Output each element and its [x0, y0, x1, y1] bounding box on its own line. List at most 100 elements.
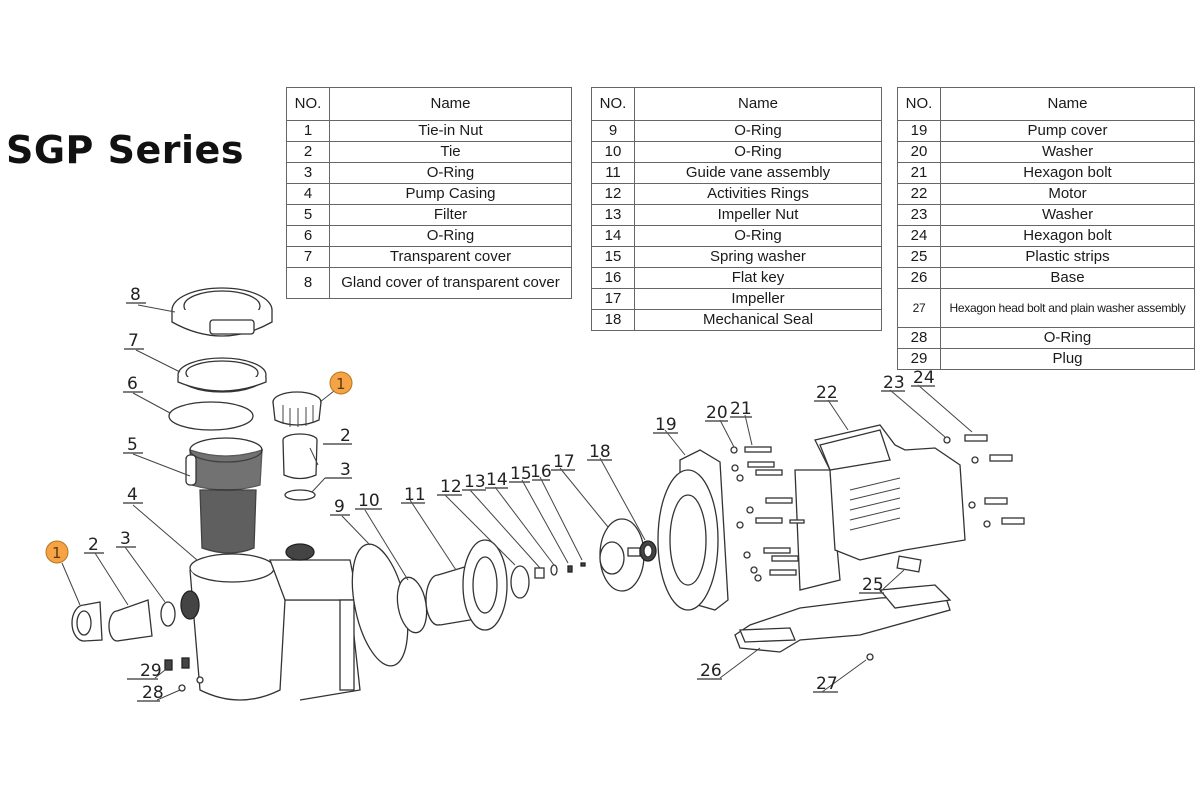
part-o-ring-3-lower: [160, 601, 176, 627]
callout-27: 27: [816, 674, 838, 694]
series-title: SGP Series: [6, 128, 244, 172]
header-name: Name: [634, 87, 882, 121]
callout-5: 5: [127, 435, 138, 455]
part-no: 8: [286, 267, 330, 299]
part-name: Pump cover: [940, 120, 1195, 142]
callout-19: 19: [655, 415, 677, 435]
callout-29: 29: [140, 661, 162, 681]
part-spring-washer: [567, 565, 573, 573]
callout-3-lower: 3: [120, 529, 131, 549]
part-o-ring-6: [168, 401, 254, 431]
callout-21: 21: [730, 399, 752, 419]
part-plugs: [164, 657, 204, 692]
part-name: Guide vane assembly: [634, 162, 882, 184]
callout-28: 28: [142, 683, 164, 703]
part-gland-cover: [171, 287, 273, 337]
part-no: 25: [897, 246, 941, 268]
part-bolts-washers-rear: [943, 434, 1025, 528]
badge-1-lower: 1: [45, 540, 69, 564]
part-activities-ring: [510, 565, 530, 599]
part-name: Hexagon head bolt and plain washer assem…: [940, 288, 1195, 328]
part-name: Gland cover of transparent cover: [329, 267, 572, 299]
part-name: Impeller Nut: [634, 204, 882, 226]
part-pump-casing: [180, 543, 361, 701]
part-name: Mechanical Seal: [634, 309, 882, 331]
part-plastic-strip: [896, 555, 922, 573]
badge-1-lower-label: 1: [52, 544, 62, 562]
part-name: Plug: [940, 348, 1195, 370]
callout-13: 13: [464, 472, 486, 492]
callout-2-upper: 2: [340, 426, 351, 446]
part-tie-in-nut-upper: [272, 391, 322, 427]
callout-12: 12: [440, 477, 462, 497]
callout-16: 16: [530, 462, 552, 482]
header-no: NO.: [286, 87, 330, 121]
callout-2-lower: 2: [88, 535, 99, 555]
callout-25: 25: [862, 575, 884, 595]
callout-7: 7: [128, 331, 139, 351]
callout-4: 4: [127, 485, 138, 505]
part-base: [734, 584, 952, 653]
part-motor: [789, 424, 966, 591]
part-no: 26: [897, 267, 941, 289]
part-no: 29: [897, 348, 941, 370]
callout-26: 26: [700, 661, 722, 681]
part-no: 28: [897, 327, 941, 349]
callout-9: 9: [334, 497, 345, 517]
table-header: NO. Name: [591, 87, 882, 121]
part-tie-upper: [282, 433, 318, 480]
part-name: Transparent cover: [329, 246, 572, 268]
table-header: NO. Name: [286, 87, 572, 121]
part-tie-lower: [108, 599, 153, 642]
part-no: 14: [591, 225, 635, 247]
part-guide-vane: [425, 539, 508, 631]
part-no: 13: [591, 204, 635, 226]
part-name: O-Ring: [329, 162, 572, 184]
part-no: 19: [897, 120, 941, 142]
badge-1-upper-label: 1: [336, 375, 346, 393]
callout-24: 24: [913, 368, 935, 388]
callout-3-upper: 3: [340, 460, 351, 480]
part-no: 15: [591, 246, 635, 268]
part-no: 10: [591, 141, 635, 163]
part-flat-key: [580, 562, 586, 567]
part-impeller: [599, 518, 645, 592]
callout-23: 23: [883, 373, 905, 393]
leader-lines: [61, 304, 973, 701]
part-transparent-cover: [177, 357, 267, 393]
part-o-ring-3-upper: [284, 489, 316, 501]
callout-18: 18: [589, 442, 611, 462]
part-name: Washer: [940, 141, 1195, 163]
part-o-ring-14: [550, 564, 558, 576]
part-bolt-27: [866, 653, 874, 661]
part-no: 22: [897, 183, 941, 205]
part-impeller-nut: [534, 567, 545, 579]
badge-1-upper: 1: [329, 371, 353, 395]
callout-14: 14: [486, 470, 508, 490]
part-tie-in-nut-lower: [71, 601, 103, 642]
callout-22: 22: [816, 383, 838, 403]
part-mechanical-seal: [639, 540, 657, 562]
header-no: NO.: [591, 87, 635, 121]
